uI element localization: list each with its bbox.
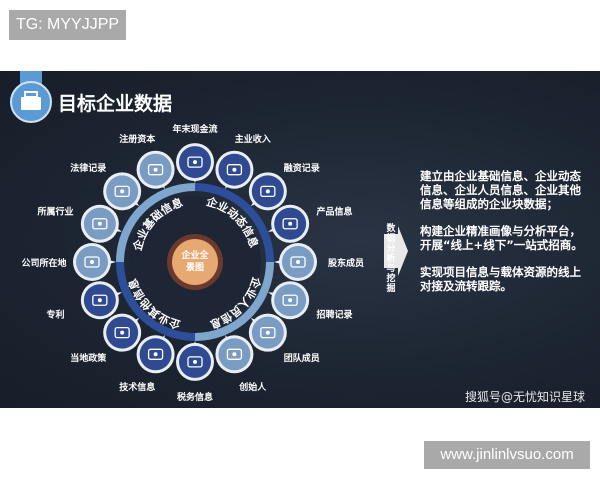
- data-item-label: 团队成员: [284, 352, 320, 364]
- person-tie-icon: [290, 256, 306, 268]
- data-item: 股东成员: [274, 243, 364, 281]
- scales-icon: [114, 185, 130, 198]
- watermark-bottom: www.jinlinlvsuo.com: [424, 441, 590, 469]
- briefcase-icon-handle: [24, 91, 38, 98]
- data-item-label: 法律记录: [70, 162, 106, 174]
- data-item: 主业收入: [215, 133, 271, 190]
- data-item-label: 所属行业: [38, 206, 74, 218]
- infographic-title: 目标企业数据: [58, 92, 172, 115]
- patent-icon: [92, 294, 108, 306]
- data-item: 所属行业: [38, 204, 123, 243]
- center-label-2: 景图: [186, 262, 204, 273]
- document-icon: [114, 326, 130, 339]
- data-item-label: 注册资本: [119, 133, 156, 145]
- data-item: 注册资本: [119, 133, 175, 190]
- center-circle: [172, 239, 218, 285]
- description-paragraph: 建立由企业基础信息、企业动态信息、企业人员信息、企业其他信息等组成的企业块数据；: [420, 169, 581, 211]
- data-item-label: 公司所在地: [22, 257, 67, 269]
- data-item: 公司所在地: [22, 243, 116, 281]
- data-item: 产品信息: [267, 204, 352, 243]
- data-item-label: 技术信息: [119, 381, 155, 393]
- description-paragraph: 实现项目信息与载体资源的线上对接及流转跟踪。: [420, 265, 581, 293]
- coins-icon: [147, 164, 164, 176]
- arrow-label-char: 分: [386, 242, 395, 254]
- arrow-label-char: 掘: [386, 282, 395, 294]
- person-icon: [226, 348, 243, 360]
- data-item-label: 专利: [47, 308, 65, 320]
- title-area: 目标企业数据: [10, 71, 172, 123]
- arrow-label-char: 挖: [386, 272, 395, 284]
- data-item: 年末现金流: [172, 123, 218, 183]
- data-item-label: 股东成员: [328, 257, 364, 269]
- description: 建立由企业基础信息、企业动态信息、企业人员信息、企业其他信息等组成的企业块数据；…: [420, 169, 590, 306]
- list-icon: [187, 356, 203, 368]
- arrow-label-char: 析: [386, 252, 395, 264]
- center-label-1: 企业全: [180, 249, 209, 261]
- cash-icon: [187, 156, 203, 168]
- data-item-label: 产品信息: [316, 206, 352, 218]
- data-item: 创始人: [215, 334, 267, 393]
- data-item-label: 当地政策: [70, 352, 107, 364]
- center-ring: 企业全 景图 企业基础信息 企业动态信息 企业人员信息 企业其他信息: [116, 183, 274, 341]
- home-icon: [84, 256, 100, 268]
- data-item-label: 创始人: [238, 381, 267, 393]
- data-item: 当地政策: [70, 313, 142, 364]
- infographic-diagram: 目标企业数据 企业全 景图 企业基础信息 企业动态信息 企业人员信息 企业其他信…: [10, 71, 408, 403]
- briefcase-icon-body: [21, 97, 41, 110]
- data-item-label: 招聘记录: [316, 308, 352, 320]
- data-item-label: 主业收入: [235, 133, 271, 145]
- hand-coins-icon: [226, 164, 243, 176]
- data-item: 专利: [47, 281, 123, 320]
- data-item: 招聘记录: [267, 281, 352, 320]
- data-item-label: 年末现金流: [172, 123, 217, 135]
- description-paragraph: 构建企业精准画像与分析平台，开展“线上+线下”一站式招商。: [420, 224, 583, 252]
- chat-icon: [147, 348, 164, 360]
- infographic: 目标企业数据 企业全 景图 企业基础信息 企业动态信息 企业人员信息 企业其他信…: [0, 71, 600, 408]
- data-item: 团队成员: [248, 313, 320, 364]
- group-icon: [260, 326, 276, 339]
- data-item: 法律记录: [70, 162, 142, 211]
- data-item: 融资记录: [248, 162, 320, 211]
- arrow-right-icon: [384, 226, 408, 276]
- data-item: 税务信息: [176, 341, 214, 403]
- briefcase-icon: [92, 218, 108, 230]
- arrow-label-char: 与: [386, 262, 395, 274]
- arrow-label-char: 据: [386, 232, 395, 244]
- box-icon: [282, 218, 298, 230]
- credit: 搜狐号@无忧知识星球: [465, 390, 586, 404]
- watermark-top: TG: MYYJJPP: [9, 10, 126, 40]
- arrow-label-char: 数: [386, 222, 396, 234]
- id-card-icon: [282, 294, 298, 306]
- data-item-label: 税务信息: [177, 391, 213, 403]
- money-bag-icon: [260, 185, 276, 198]
- data-item-label: 融资记录: [284, 162, 320, 174]
- data-item: 技术信息: [119, 334, 175, 393]
